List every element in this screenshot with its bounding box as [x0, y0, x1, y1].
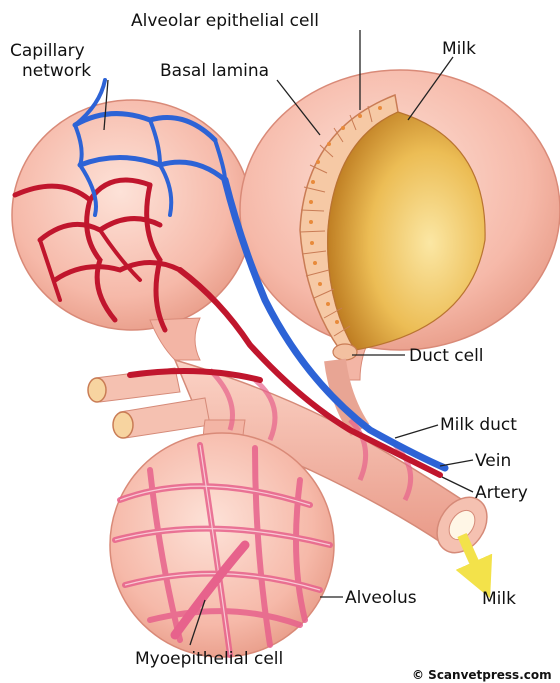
label-alveolar-epithelial-cell: Alveolar epithelial cell: [131, 11, 319, 31]
label-vein: Vein: [475, 451, 511, 471]
label-capillary-network-2: network: [22, 61, 91, 81]
label-artery: Artery: [475, 483, 528, 503]
label-milk-bottom: Milk: [482, 589, 516, 609]
credit-text: © Scanvetpress.com: [412, 668, 552, 682]
milk-alveolus: [240, 70, 560, 380]
label-milk-duct: Milk duct: [440, 415, 517, 435]
label-basal-lamina: Basal lamina: [160, 61, 269, 81]
label-milk-top: Milk: [442, 39, 476, 59]
label-capillary-network-1: Capillary: [10, 41, 85, 61]
label-myoepithelial-cell: Myoepithelial cell: [135, 649, 283, 669]
label-duct-cell: Duct cell: [409, 346, 484, 366]
label-alveolus: Alveolus: [345, 588, 417, 608]
duct-cell: [333, 344, 357, 360]
